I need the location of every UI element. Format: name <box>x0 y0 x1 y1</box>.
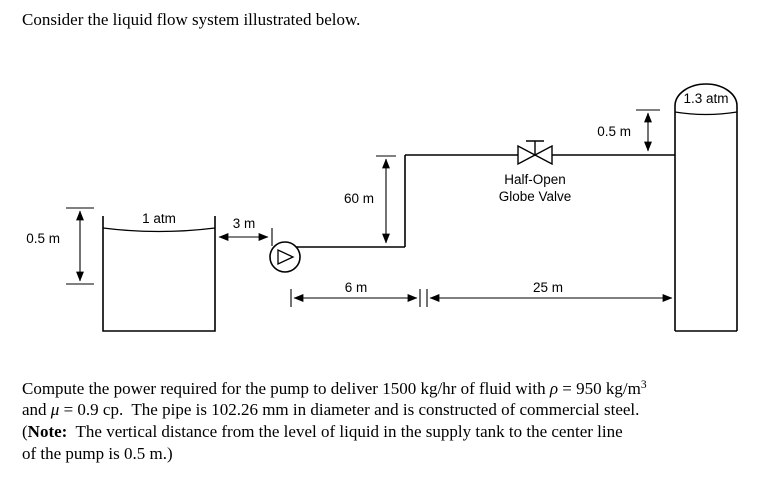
riser-dimension: 60 m <box>344 155 396 244</box>
intro-text: Consider the liquid flow system illustra… <box>22 10 361 29</box>
problem-text-segment: The vertical distance from the level of … <box>67 421 623 441</box>
valve-label-line2: Globe Valve <box>499 189 572 204</box>
note-label: Note: <box>27 421 68 441</box>
problem-text-segment: = 950 kg/m <box>558 378 641 398</box>
problem-text-segment: = 0.9 cp. The pipe is 102.26 mm in diame… <box>59 400 640 420</box>
run2-dimension: 25 m <box>429 280 673 302</box>
riser-dim-label: 60 m <box>344 191 374 206</box>
piping <box>296 154 675 248</box>
dest-level-dim-label: 0.5 m <box>597 124 631 139</box>
dest-liquid-level <box>674 111 738 116</box>
pump-offset-dimension: 3 m <box>218 216 273 246</box>
problem-text-segment: and <box>22 400 51 420</box>
supply-level-dimension: 0.5 m <box>26 207 94 285</box>
mu-symbol: μ <box>50 400 60 420</box>
run1-dimension: 6 m <box>290 280 428 307</box>
supply-pressure-label: 1 atm <box>142 211 176 226</box>
problem-text-segment: Compute the power required for the pump … <box>22 378 550 398</box>
pump-icon <box>269 241 301 273</box>
pump-offset-dim-label: 3 m <box>233 216 256 231</box>
supply-liquid-level <box>102 227 216 233</box>
dest-level-dimension: 0.5 m <box>597 109 660 152</box>
run2-dim-label: 25 m <box>533 280 563 295</box>
supply-tank: 1 atm <box>102 211 216 332</box>
supply-level-dim-label: 0.5 m <box>26 231 60 246</box>
dest-pressure-label: 1.3 atm <box>683 91 728 106</box>
problem-statement: Compute the power required for the pump … <box>22 374 748 464</box>
problem-text-segment: of the pump is 0.5 m.) <box>22 443 173 463</box>
valve-label-line1: Half-Open <box>504 172 566 187</box>
superscript-3: 3 <box>640 378 647 391</box>
rho-symbol: ρ <box>549 378 559 398</box>
destination-tank: 1.3 atm <box>674 83 738 332</box>
run1-dim-label: 6 m <box>345 280 368 295</box>
problem-text-segment: ( <box>22 421 28 441</box>
globe-valve-icon <box>517 140 553 166</box>
